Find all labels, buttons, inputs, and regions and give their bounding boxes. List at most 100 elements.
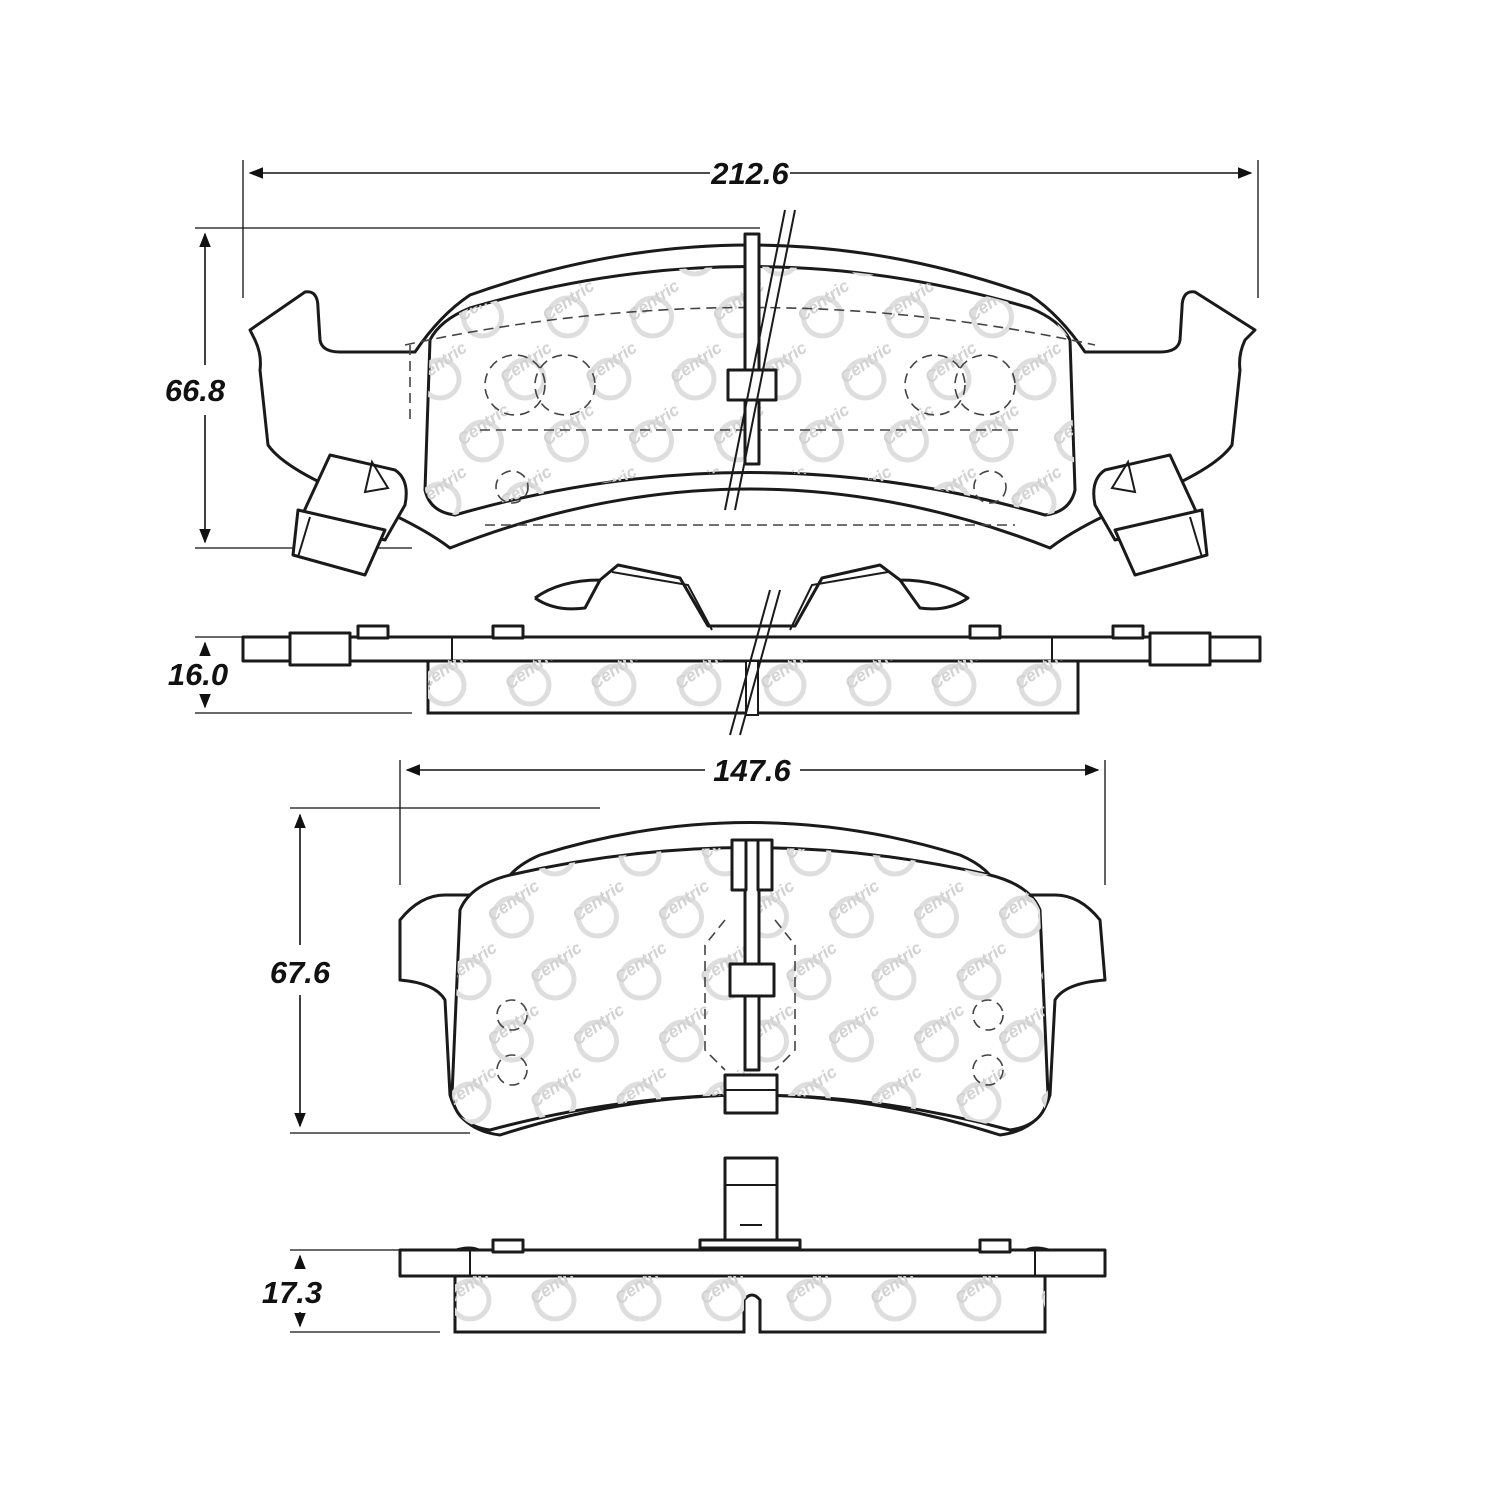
rivet-head	[968, 624, 1002, 640]
watermark-ring	[593, 663, 637, 707]
watermark-ring	[758, 266, 802, 277]
watermark-text: Centric	[921, 214, 980, 263]
watermark-ring	[631, 419, 674, 463]
watermark-ring	[958, 957, 1002, 1001]
watermark-ring	[831, 895, 874, 939]
inner-plate-edge	[398, 1248, 1107, 1278]
watermark-text: Centric	[411, 214, 470, 263]
watermark-ring	[618, 957, 662, 1001]
watermark-ring	[576, 895, 619, 939]
watermark-ring	[491, 1019, 534, 1063]
watermark-ring	[928, 357, 972, 401]
left-clip-tab	[291, 453, 408, 577]
outer-pad-width-label: 212.6	[710, 156, 789, 191]
watermark-ring	[886, 419, 929, 463]
watermark-ring	[588, 357, 632, 401]
right-clip-tab	[1092, 453, 1209, 577]
hidden-rivet-circle	[904, 354, 966, 416]
watermark-ring	[848, 663, 892, 707]
hidden-rivet-circle	[973, 470, 1007, 504]
break-line	[739, 589, 781, 736]
watermark-ring	[916, 1019, 959, 1063]
hidden-rivet-circle	[495, 470, 529, 504]
watermark-ring	[916, 895, 959, 939]
watermark-ring	[843, 266, 887, 277]
watermark-text: Centric	[1036, 1259, 1095, 1308]
watermark-ring	[425, 357, 462, 401]
watermark-ring	[788, 957, 832, 1001]
inner-clip-edge	[723, 1156, 779, 1247]
wear-sensor-block	[728, 962, 776, 998]
watermark-ring	[703, 1278, 747, 1322]
watermark-ring	[428, 663, 467, 707]
watermark-ring	[546, 295, 589, 339]
watermark-ring	[801, 295, 844, 339]
watermark-ring	[618, 1278, 662, 1322]
center-slot	[743, 838, 761, 1072]
break-line	[729, 589, 771, 736]
watermark-ring	[873, 957, 917, 1001]
watermark-ring	[1043, 1278, 1045, 1322]
clip-base	[698, 1238, 802, 1250]
break-line	[734, 209, 796, 511]
watermark-ring	[425, 481, 462, 515]
inner-pad-thickness-label: 17.3	[262, 1275, 322, 1310]
watermark-ring	[763, 663, 807, 707]
watermark-ring	[503, 266, 547, 277]
watermark-ring	[533, 1278, 577, 1322]
watermark-ring	[425, 266, 462, 277]
inner-pad-height-label: 67.6	[270, 955, 331, 990]
watermark-ring	[1013, 357, 1057, 401]
rivet-head	[356, 624, 390, 640]
watermark-ring	[873, 1278, 917, 1322]
watermark-ring	[971, 295, 1014, 339]
rivet-head	[1111, 624, 1145, 640]
watermark-ring	[1013, 481, 1057, 515]
watermark-ring	[788, 847, 832, 877]
watermark-ring	[678, 663, 722, 707]
watermark-ring	[843, 357, 887, 401]
watermark-ring	[576, 1019, 619, 1063]
watermark-ring	[886, 295, 929, 339]
watermark-ring	[661, 1019, 704, 1063]
watermark-ring	[546, 419, 589, 463]
watermark-ring	[958, 1081, 1002, 1125]
watermark-ring	[452, 847, 492, 877]
watermark-ring	[1018, 663, 1062, 707]
rivet-head	[491, 1238, 525, 1254]
clip-slot	[756, 838, 774, 892]
watermark-ring	[971, 419, 1014, 463]
watermark-text: Centric	[496, 214, 555, 263]
watermark-ring	[958, 1278, 1002, 1322]
watermark-ring	[455, 1278, 492, 1322]
inner-clip-tab	[723, 1073, 779, 1115]
watermark-ring	[1043, 847, 1048, 877]
inner-pad-width-label: 147.6	[713, 753, 791, 788]
watermark-ring	[673, 266, 717, 277]
watermark-ring	[933, 663, 977, 707]
watermark-ring	[831, 1019, 874, 1063]
watermark-ring	[661, 895, 704, 939]
hidden-rivet-circle	[484, 354, 546, 416]
outer-pad-thickness-label: 16.0	[168, 657, 228, 692]
watermark-ring	[788, 1278, 832, 1322]
rivet-head	[978, 1238, 1012, 1254]
watermark-ring	[631, 295, 674, 339]
watermark-ring	[452, 1081, 492, 1125]
watermark-ring	[452, 957, 492, 1001]
clip-slot	[730, 838, 748, 892]
watermark-ring	[533, 957, 577, 1001]
tab-edge	[1148, 631, 1212, 667]
watermark-text: Centric	[441, 814, 500, 863]
watermark-ring	[461, 419, 504, 463]
watermark-ring	[1056, 419, 1075, 463]
watermark-ring	[491, 895, 534, 939]
watermark-ring	[1013, 266, 1057, 277]
tab-edge	[288, 631, 352, 667]
watermark-ring	[1001, 1019, 1044, 1063]
watermark-text: Centric	[1006, 214, 1065, 263]
hidden-lines	[404, 306, 1096, 526]
